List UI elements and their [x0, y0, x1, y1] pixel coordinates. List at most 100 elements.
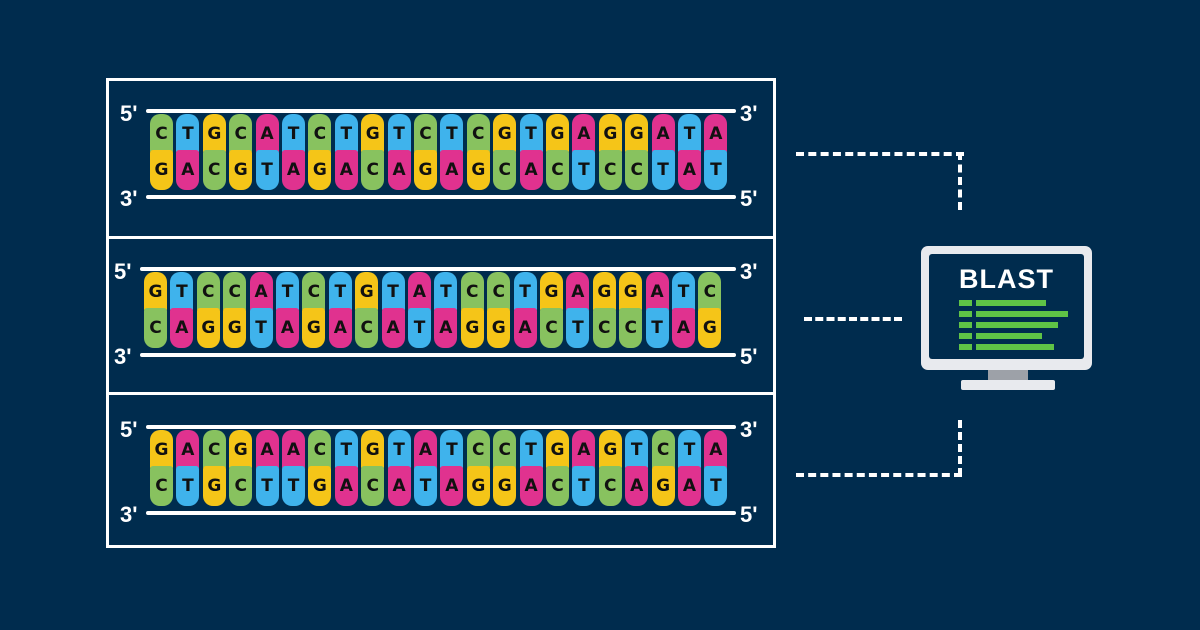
- top-backbone: [146, 109, 736, 113]
- base-top-12: T: [434, 272, 458, 312]
- base-top-20: C: [651, 430, 675, 470]
- result-bar: [976, 322, 1058, 328]
- result-bar: [976, 311, 1068, 317]
- base-top-9: G: [361, 430, 385, 470]
- base-bottom-13: G: [466, 466, 490, 506]
- base-top-4: C: [223, 272, 247, 312]
- base-top-10: T: [381, 272, 405, 312]
- three-prime-label: 3': [740, 259, 758, 284]
- result-bullet: [959, 344, 972, 350]
- base-bottom-10: A: [387, 150, 411, 190]
- base-top-19: G: [619, 272, 643, 312]
- result-bullet: [959, 300, 972, 306]
- base-bottom-15: A: [519, 466, 543, 506]
- result-bar: [976, 344, 1054, 350]
- base-top-16: G: [540, 272, 563, 312]
- base-top-12: T: [440, 114, 464, 154]
- base-bottom-4: G: [223, 308, 247, 348]
- base-top-16: G: [546, 430, 569, 470]
- base-top-1: C: [150, 114, 173, 154]
- connector-top-vertical: [958, 152, 962, 210]
- base-bottom-13: G: [460, 308, 484, 348]
- base-top-11: A: [414, 430, 437, 470]
- base-bottom-19: A: [625, 466, 649, 506]
- base-bottom-18: C: [598, 466, 622, 506]
- connector-middle: [804, 317, 902, 321]
- base-bottom-9: C: [361, 466, 385, 506]
- five-prime-label: 5': [120, 101, 138, 126]
- base-bottom-3: C: [202, 150, 226, 190]
- top-backbone: [140, 267, 736, 271]
- base-bottom-14: G: [487, 308, 511, 348]
- bottom-backbone: [140, 353, 736, 357]
- base-bottom-22: G: [698, 308, 722, 348]
- panel-divider: [109, 236, 773, 239]
- monitor-icon: BLAST: [921, 246, 1092, 370]
- base-bottom-10: A: [387, 466, 411, 506]
- base-top-12: T: [440, 430, 464, 470]
- base-top-13: C: [466, 114, 490, 154]
- base-top-17: A: [572, 430, 596, 470]
- base-top-21: T: [678, 114, 701, 154]
- base-top-6: T: [276, 272, 299, 312]
- base-top-9: G: [361, 114, 385, 154]
- base-top-8: T: [334, 430, 358, 470]
- base-top-13: C: [466, 430, 490, 470]
- base-top-7: C: [308, 114, 332, 154]
- base-top-3: G: [202, 114, 226, 154]
- base-bottom-19: C: [619, 308, 643, 348]
- sequence-panel-frame: [106, 78, 776, 548]
- bottom-backbone: [146, 195, 736, 199]
- base-bottom-21: A: [672, 308, 695, 348]
- base-top-22: A: [704, 430, 728, 470]
- base-top-18: G: [592, 272, 616, 312]
- base-top-6: T: [282, 114, 305, 154]
- base-top-19: G: [625, 114, 649, 154]
- blast-title: BLAST: [959, 264, 1054, 294]
- three-prime-label: 3': [120, 502, 138, 527]
- base-bottom-20: T: [651, 150, 675, 190]
- result-bar: [976, 300, 1046, 306]
- base-bottom-7: G: [308, 466, 332, 506]
- base-bottom-4: G: [229, 150, 253, 190]
- base-bottom-14: G: [493, 466, 517, 506]
- base-bottom-21: A: [678, 466, 701, 506]
- base-bottom-7: G: [308, 150, 332, 190]
- base-top-5: A: [255, 430, 279, 470]
- result-bullet: [959, 322, 972, 328]
- base-top-15: T: [519, 430, 543, 470]
- result-bullet: [959, 311, 972, 317]
- base-bottom-15: A: [519, 150, 543, 190]
- base-top-14: G: [493, 114, 517, 154]
- base-bottom-5: T: [255, 466, 279, 506]
- connector-bottom-vertical: [958, 420, 962, 476]
- base-top-20: A: [645, 272, 669, 312]
- base-bottom-16: C: [546, 466, 569, 506]
- base-bottom-6: T: [282, 466, 305, 506]
- base-bottom-20: T: [645, 308, 669, 348]
- base-bottom-1: C: [144, 308, 167, 348]
- base-bottom-14: C: [493, 150, 517, 190]
- base-top-9: G: [355, 272, 379, 312]
- bottom-backbone: [146, 511, 736, 515]
- base-bottom-11: G: [414, 150, 437, 190]
- base-top-11: A: [408, 272, 431, 312]
- base-bottom-18: C: [598, 150, 622, 190]
- base-bottom-19: C: [625, 150, 649, 190]
- base-bottom-8: A: [328, 308, 352, 348]
- base-bottom-12: A: [440, 466, 464, 506]
- base-top-5: A: [249, 272, 273, 312]
- base-top-10: T: [387, 430, 411, 470]
- base-top-15: T: [519, 114, 543, 154]
- result-bar: [976, 333, 1042, 339]
- base-bottom-1: C: [150, 466, 173, 506]
- base-top-13: C: [460, 272, 484, 312]
- base-top-2: T: [170, 272, 194, 312]
- base-top-7: C: [308, 430, 332, 470]
- base-bottom-17: T: [566, 308, 590, 348]
- base-bottom-9: C: [361, 150, 385, 190]
- base-top-6: A: [282, 430, 305, 470]
- base-bottom-10: A: [381, 308, 405, 348]
